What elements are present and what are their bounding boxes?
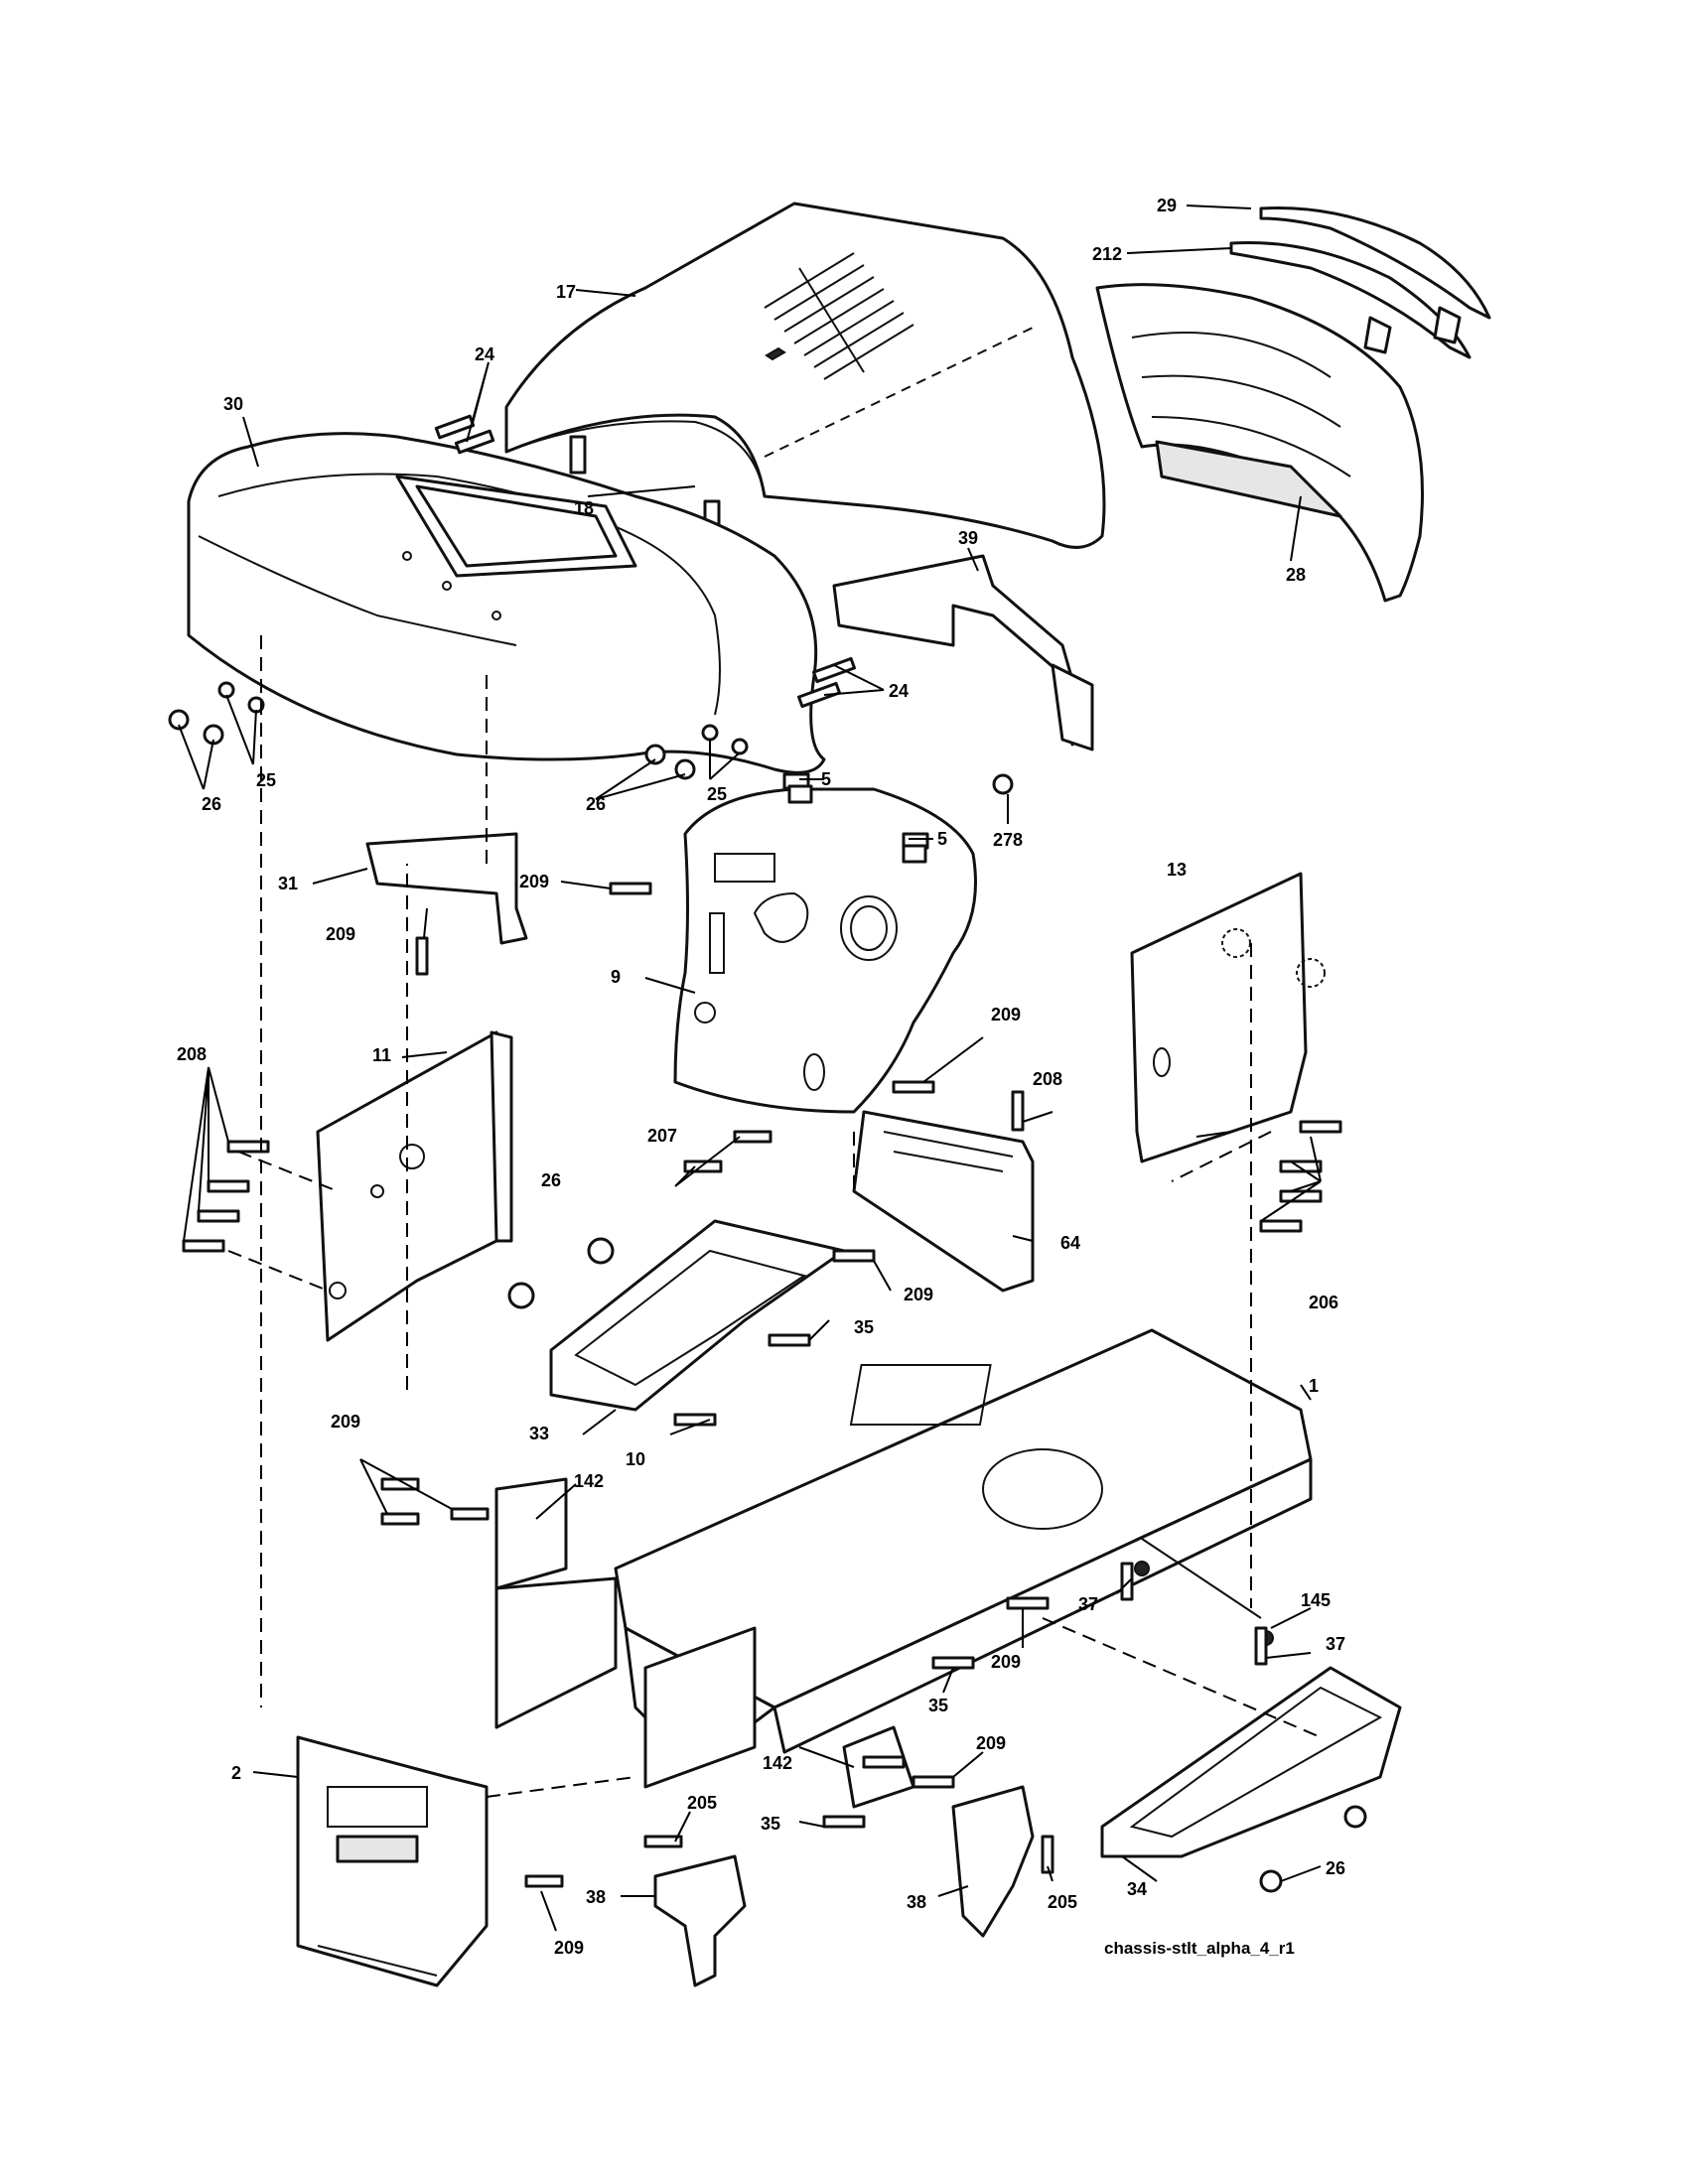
callout-26-left: 26 (202, 794, 221, 814)
callout-9: 9 (611, 967, 621, 987)
rear-panel-part (296, 1735, 489, 1987)
callout-labels: 29 212 17 24 30 18 39 28 24 26 25 26 25 … (177, 196, 1345, 1958)
rear-bracket-plates-part (494, 1477, 915, 1809)
callout-17: 17 (556, 282, 576, 302)
callout-208-mid: 208 (1033, 1069, 1062, 1089)
callout-29: 29 (1157, 196, 1177, 215)
callout-37-b: 37 (1326, 1634, 1345, 1654)
callout-64: 64 (1060, 1233, 1080, 1253)
callout-209-c: 209 (991, 1005, 1021, 1024)
callout-142-bottom: 142 (763, 1753, 792, 1773)
callout-35-c: 35 (761, 1814, 780, 1834)
callout-24-top: 24 (475, 344, 494, 364)
assembly-dash-lines (227, 635, 1322, 1798)
callout-26-mid: 26 (586, 794, 606, 814)
callout-28: 28 (1286, 565, 1306, 585)
callout-209-a: 209 (519, 872, 549, 891)
callout-206: 206 (1309, 1293, 1338, 1312)
left-footrest-part (549, 1219, 846, 1412)
callout-39: 39 (958, 528, 978, 548)
callout-26-footrest: 26 (541, 1170, 561, 1190)
callout-209-f: 209 (991, 1652, 1021, 1672)
callout-209-d: 209 (904, 1285, 933, 1304)
callout-10: 10 (626, 1449, 645, 1469)
right-side-panel-part (1130, 872, 1326, 1163)
callout-35-a: 35 (854, 1317, 874, 1337)
dash-support-part (852, 1110, 1035, 1293)
callout-1: 1 (1309, 1376, 1319, 1396)
callout-24-mid: 24 (889, 681, 909, 701)
hood-part (504, 202, 1106, 549)
bracket-part (832, 554, 1094, 751)
callout-18: 18 (574, 498, 594, 518)
fender-part (187, 432, 826, 774)
right-footrest-part (1100, 1666, 1402, 1858)
callout-31: 31 (278, 874, 298, 893)
callout-35-b: 35 (928, 1696, 948, 1715)
grille-part (1095, 205, 1491, 603)
callout-208-left: 208 (177, 1044, 207, 1064)
fasteners (168, 414, 1367, 1893)
callout-209-e: 209 (331, 1412, 360, 1432)
callout-142-top: 142 (574, 1471, 604, 1491)
callout-212: 212 (1092, 244, 1122, 264)
dash-panel-part (673, 772, 977, 1114)
callout-278: 278 (993, 830, 1023, 850)
callout-30: 30 (223, 394, 243, 414)
callout-5-top: 5 (821, 769, 831, 789)
leader-lines (178, 205, 1322, 1932)
lower-brackets-part (653, 1785, 1035, 1987)
callout-34: 34 (1127, 1879, 1147, 1899)
callout-209-g: 209 (976, 1733, 1006, 1753)
callout-25-mid: 25 (707, 784, 727, 804)
callout-37-a: 37 (1078, 1594, 1098, 1614)
callout-13: 13 (1167, 860, 1187, 880)
callout-2: 2 (231, 1763, 241, 1783)
callout-5-right: 5 (937, 829, 947, 849)
callout-38-left: 38 (586, 1887, 606, 1907)
mount-bracket-part (365, 832, 528, 945)
diagram-caption: chassis-stlt_alpha_4_r1 (1104, 1939, 1295, 1958)
callout-205-b: 205 (1048, 1892, 1077, 1912)
callout-26-right: 26 (1326, 1858, 1345, 1878)
callout-33: 33 (529, 1424, 549, 1443)
callout-11: 11 (372, 1045, 391, 1065)
left-side-panel-part (316, 1030, 513, 1342)
callout-25-left: 25 (256, 770, 276, 790)
callout-205-a: 205 (687, 1793, 717, 1813)
callout-209-h: 209 (554, 1938, 584, 1958)
callout-209-b: 209 (326, 924, 355, 944)
callout-145: 145 (1301, 1590, 1331, 1610)
callout-207: 207 (647, 1126, 677, 1146)
callout-38-right: 38 (907, 1892, 926, 1912)
